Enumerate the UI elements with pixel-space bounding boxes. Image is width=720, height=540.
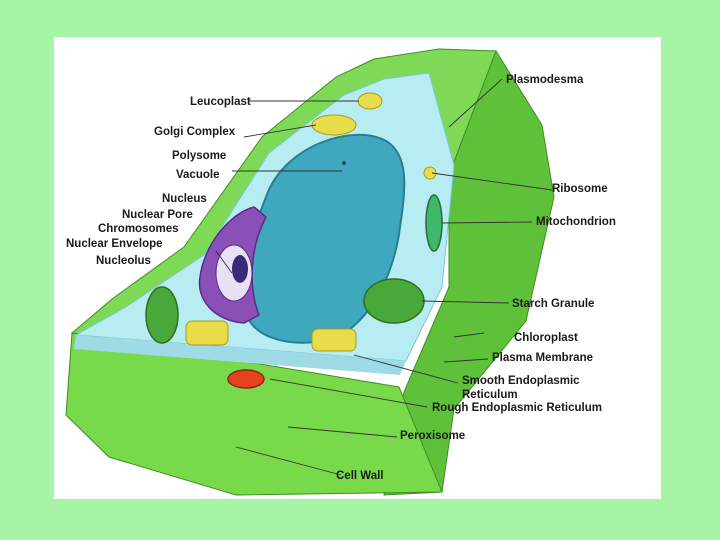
label-golgi-complex: Golgi Complex [154,126,236,138]
chloroplast-left [146,287,178,343]
label-peroxisome: Peroxisome [400,430,465,442]
label-chromosomes: Chromosomes [98,223,179,235]
label-plasma-membrane: Plasma Membrane [492,352,593,364]
label-nuclear-pore: Nuclear Pore [122,209,193,221]
label-smooth-er-line1: Smooth Endoplasmic [462,375,580,387]
label-chloroplast: Chloroplast [514,332,578,344]
label-nucleus: Nucleus [162,193,207,205]
nucleolus-core [232,255,248,283]
leucoplast [358,93,382,109]
label-nucleolus: Nucleolus [96,255,151,267]
label-starch-granule: Starch Granule [512,298,594,310]
label-rough-er: Rough Endoplasmic Reticulum [432,402,602,414]
golgi-bottom-left [186,321,228,345]
label-cell-wall: Cell Wall [336,470,384,482]
vacuole-dot [342,161,346,165]
label-nuclear-envelope: Nuclear Envelope [66,238,163,250]
label-ribosome: Ribosome [552,183,608,195]
peroxisome [228,370,264,388]
mitochondrion [426,195,442,251]
label-smooth-er-line2: Reticulum [462,389,518,401]
label-vacuole: Vacuole [176,169,219,181]
golgi-complex [312,115,356,135]
label-leucoplast: Leucoplast [190,96,251,108]
label-plasmodesma: Plasmodesma [506,74,584,86]
golgi-bottom-mid [312,329,356,351]
label-polysome: Polysome [172,150,226,162]
plant-cell-diagram: Plasmodesma Leucoplast Golgi Complex Pol… [54,37,661,499]
label-mitochondrion: Mitochondrion [536,216,616,228]
chloroplast-right [364,279,424,323]
diagram-frame: Plasmodesma Leucoplast Golgi Complex Pol… [54,37,661,499]
